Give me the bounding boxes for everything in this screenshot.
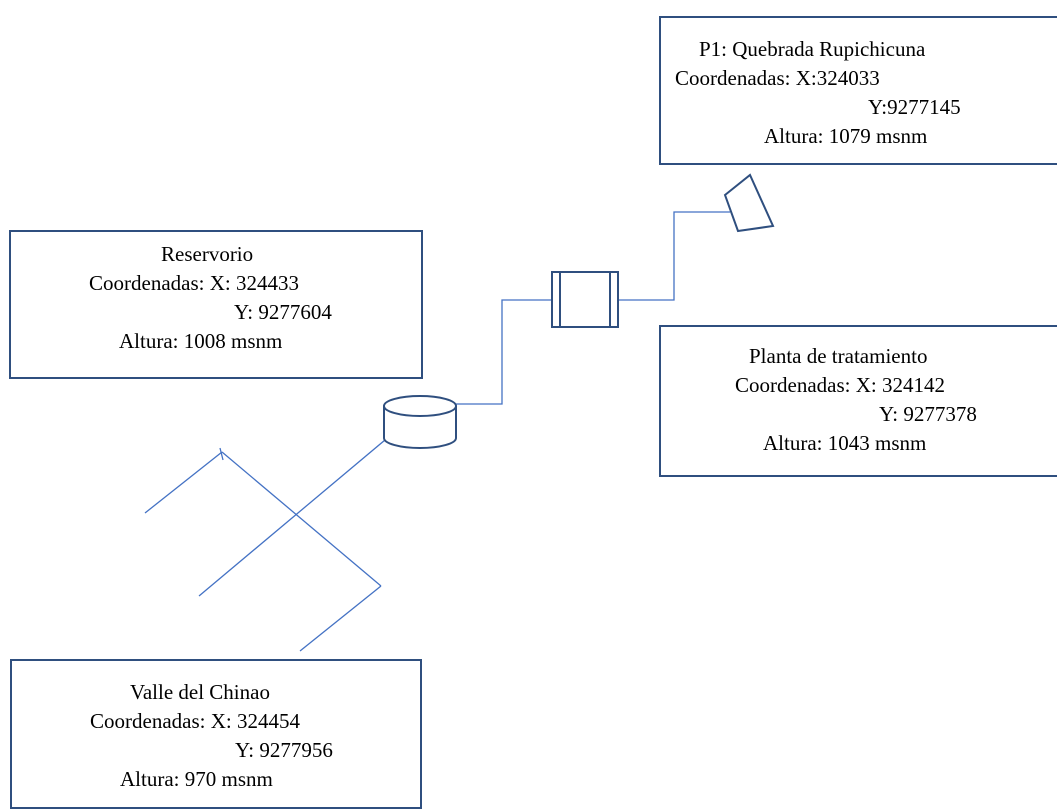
valley-title: Valle del Chinao (130, 680, 270, 704)
reservoir-coord-y: Y: 9277604 (234, 300, 332, 324)
intake-altitude: Altura: 1079 msnm (764, 124, 928, 148)
reservoir-info-box: Reservorio Coordenadas: X: 324433 Y: 927… (9, 230, 423, 379)
valley-coord-y: Y: 9277956 (235, 738, 333, 762)
treatment-plant-altitude: Altura: 1043 msnm (763, 431, 927, 455)
valley-altitude: Altura: 970 msnm (120, 767, 273, 791)
intake-title: P1: Quebrada Rupichicuna (699, 37, 926, 61)
treatment-plant-coord-y: Y: 9277378 (879, 402, 977, 426)
intake-coord-x: Coordenadas: X:324033 (675, 66, 880, 90)
valley-info-box: Valle del Chinao Coordenadas: X: 324454 … (10, 659, 422, 809)
treatment-plant-icon (551, 271, 619, 328)
treatment-plant-info-box: Planta de tratamiento Coordenadas: X: 32… (659, 325, 1057, 477)
intake-info-box: P1: Quebrada Rupichicuna Coordenadas: X:… (659, 16, 1057, 165)
valley-coord-x: Coordenadas: X: 324454 (90, 709, 300, 733)
reservoir-title: Reservorio (161, 242, 254, 266)
reservoir-altitude: Altura: 1008 msnm (119, 329, 283, 353)
treatment-plant-title: Planta de tratamiento (749, 344, 928, 368)
pipe-plant-to-reservoir (456, 299, 552, 405)
reservoir-cylinder-icon (383, 395, 457, 449)
intake-coord-y: Y:9277145 (868, 95, 961, 119)
pipe-intake-to-plant (618, 211, 730, 301)
distribution-network (144, 439, 386, 652)
treatment-plant-coord-x: Coordenadas: X: 324142 (735, 373, 945, 397)
intake-trapezoid-icon (723, 173, 775, 233)
reservoir-coord-x: Coordenadas: X: 324433 (89, 271, 299, 295)
